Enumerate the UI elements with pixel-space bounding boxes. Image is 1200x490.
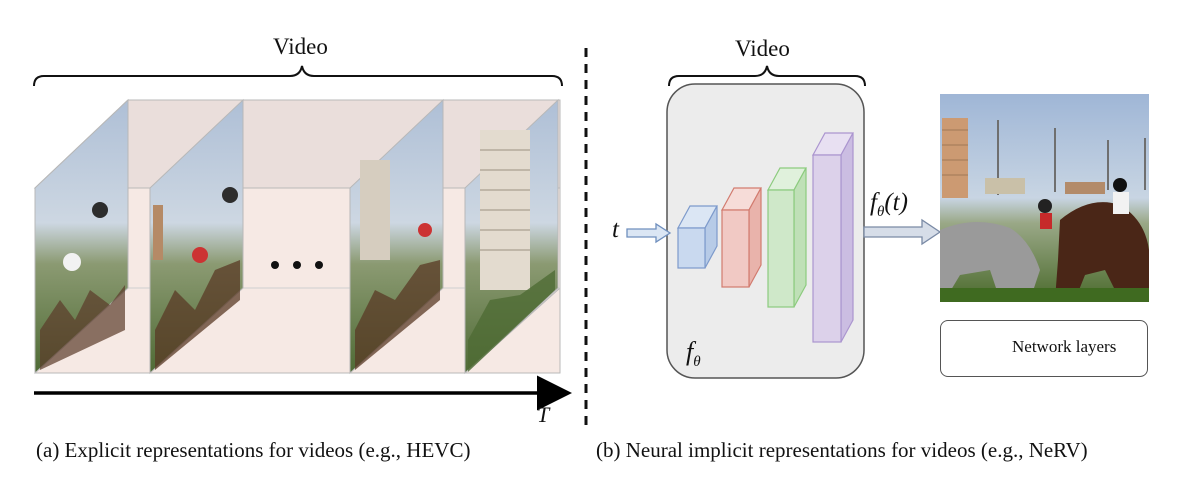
video-frame-3 (349, 98, 444, 375)
output-function-subscript: θ (876, 204, 885, 220)
output-function-label: fθ(t) (870, 189, 908, 221)
output-function-symbol: f (870, 189, 877, 216)
caption-left: (a) Explicit representations for videos … (36, 438, 471, 462)
network-layer-2 (720, 187, 763, 288)
output-arrow (863, 218, 942, 246)
left-video-brace (33, 65, 563, 87)
right-video-title: Video (735, 36, 790, 61)
network-function-subscript: θ (693, 354, 701, 371)
video-frame-4 (464, 98, 559, 375)
ellipsis-dots (271, 261, 323, 269)
network-layer-4 (811, 132, 855, 343)
network-function-symbol: f (686, 337, 694, 366)
video-frame-1 (34, 98, 129, 375)
output-function-argument: (t) (884, 189, 908, 216)
caption-right: (b) Neural implicit representations for … (596, 438, 1088, 462)
network-layer-1 (676, 205, 719, 269)
time-axis-label: T (537, 402, 550, 427)
network-layer-3 (766, 167, 808, 308)
right-video-brace (668, 65, 866, 87)
legend-box (940, 320, 1148, 377)
left-video-title: Video (273, 34, 328, 59)
output-frame-image (940, 94, 1149, 302)
network-function-label: fθ (686, 337, 701, 371)
legend-label: Network layers (1012, 337, 1117, 356)
input-arrow (626, 222, 672, 244)
input-time-label: t (612, 216, 619, 243)
video-frame-2 (149, 98, 244, 375)
